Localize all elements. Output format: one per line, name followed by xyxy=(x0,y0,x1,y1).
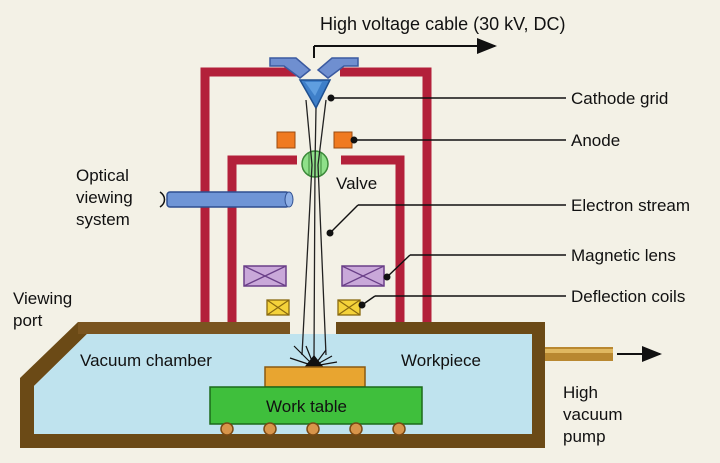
column-left-inner xyxy=(227,155,297,322)
label-optical-2: viewing xyxy=(76,188,133,207)
electron-beam xyxy=(301,99,327,359)
column-right-inner xyxy=(341,155,405,322)
anode-right xyxy=(333,131,353,149)
label-pump-1: High xyxy=(563,383,598,402)
label-optical-3: system xyxy=(76,210,130,229)
weld-spark xyxy=(289,345,338,367)
wheel-5 xyxy=(392,422,406,436)
label-electron-stream: Electron stream xyxy=(571,196,690,215)
magnetic-lens-right-cross xyxy=(341,265,385,287)
label-viewing-port-1: Viewing xyxy=(13,289,72,308)
label-vacuum-chamber: Vacuum chamber xyxy=(80,351,212,370)
label-cathode-grid: Cathode grid xyxy=(571,89,668,108)
label-valve: Valve xyxy=(336,174,377,193)
cathode-highlight xyxy=(305,82,322,96)
viewing-port xyxy=(78,322,290,334)
wheel-4 xyxy=(349,422,363,436)
chamber-wall xyxy=(20,322,545,448)
workpiece xyxy=(264,366,366,388)
label-workpiece: Workpiece xyxy=(401,351,481,370)
label-pump-3: pump xyxy=(563,427,606,446)
label-optical-1: Optical xyxy=(76,166,129,185)
cathode-holder-left xyxy=(269,57,312,79)
leader-deflection-coils-1 xyxy=(358,295,376,309)
deflection-coil-right-cross xyxy=(337,299,361,316)
cathode-holder-right xyxy=(316,57,359,79)
cathode-assembly xyxy=(269,57,359,110)
deflection-coil-left-cross xyxy=(266,299,290,316)
label-magnetic-lens: Magnetic lens xyxy=(571,246,676,265)
label-anode: Anode xyxy=(571,131,620,150)
work-table xyxy=(209,386,423,425)
work-table-wheels xyxy=(220,422,406,436)
magnetic-lens xyxy=(243,265,385,287)
electron-gun-column xyxy=(200,67,432,322)
column-right-outer xyxy=(340,67,432,322)
pump-pipe-highlight xyxy=(545,349,613,353)
label-deflection-coils: Deflection coils xyxy=(571,287,685,306)
deflection-coils xyxy=(266,299,361,316)
magnetic-lens-left-cross xyxy=(243,265,287,287)
leader-magnetic-lens-1 xyxy=(383,254,411,281)
optical-tube xyxy=(166,191,290,208)
anode-left xyxy=(276,131,296,149)
leader-electron-stream-1 xyxy=(326,204,359,237)
leader-lines xyxy=(326,94,566,309)
column-left-outer xyxy=(200,67,300,322)
beam-line-2 xyxy=(317,99,327,356)
beam-line-3 xyxy=(313,107,317,359)
spark-core xyxy=(304,355,324,367)
label-viewing-port-2: port xyxy=(13,311,43,330)
wheel-3 xyxy=(306,422,320,436)
optical-bracket xyxy=(159,191,166,208)
label-pump-2: vacuum xyxy=(563,405,623,424)
wheel-1 xyxy=(220,422,234,436)
optical-tube-end xyxy=(284,191,294,208)
beam-line-1 xyxy=(301,99,313,356)
label-work-table: Work table xyxy=(266,397,347,416)
label-cable: High voltage cable (30 kV, DC) xyxy=(320,14,565,34)
wheel-2 xyxy=(263,422,277,436)
spark-rays xyxy=(289,345,338,367)
